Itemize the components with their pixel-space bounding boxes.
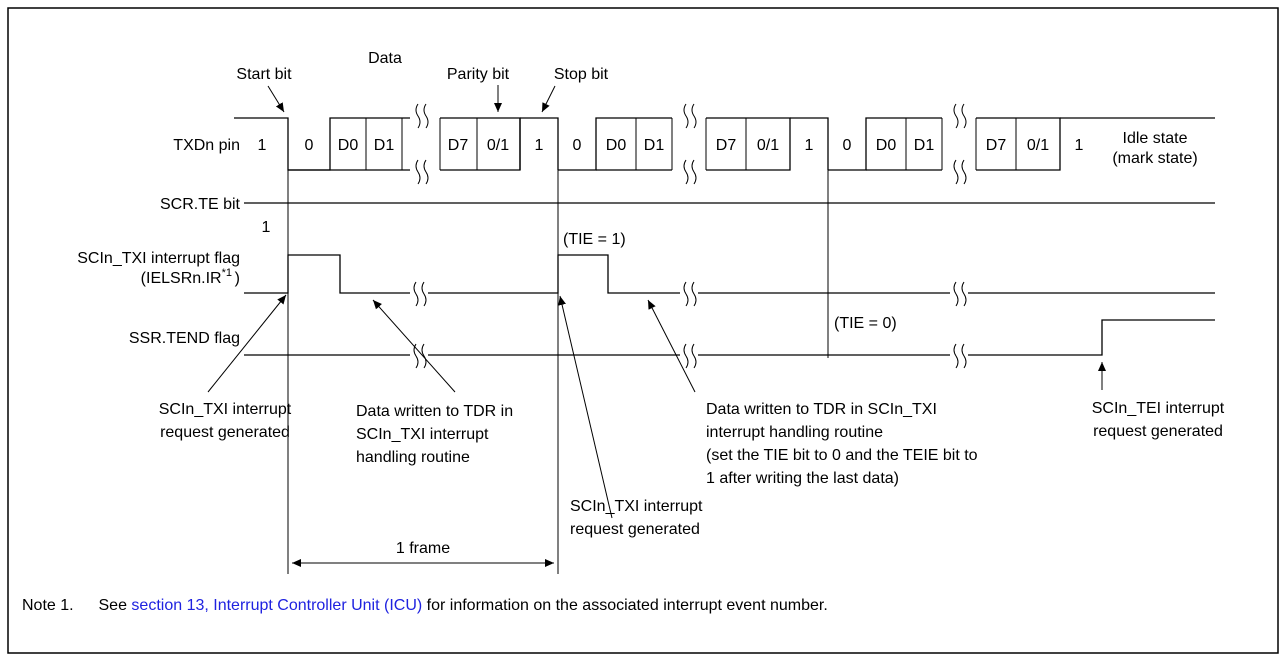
data-label: Data — [368, 50, 402, 67]
data-written-1-text: Data written to TDR in SCIn_TXI interrup… — [356, 403, 513, 466]
stop-bit-arrow — [541, 85, 556, 113]
scr-te-bit-label: SCR.TE bit — [160, 196, 241, 213]
bit-start: 0 — [843, 137, 852, 154]
bit-d0: D0 — [876, 137, 897, 154]
idle-state-label: Idle state — [1123, 130, 1188, 147]
bit-d0: D0 — [606, 137, 627, 154]
parity-bit-label: Parity bit — [447, 66, 510, 83]
svg-text:SCIn_TXI interrupt: SCIn_TXI interrupt — [159, 401, 292, 418]
bit-d7: D7 — [716, 137, 737, 154]
tend-flag-waveform — [244, 319, 1215, 369]
bit-d7: D7 — [448, 137, 469, 154]
note-suffix: for information on the associated interr… — [426, 597, 828, 614]
svg-text:Data written to TDR in SCIn_TX: Data written to TDR in SCIn_TXI — [706, 401, 937, 418]
frame-label: 1 frame — [396, 540, 450, 557]
note-see: See — [98, 597, 127, 614]
footnote: Note 1. See section 13, Interrupt Contro… — [22, 597, 828, 615]
start-bit-label: Start bit — [236, 66, 292, 83]
tei-req-text: SCIn_TEI interrupt request generated — [1092, 400, 1225, 440]
txi-req-1-text: SCIn_TXI interrupt request generated — [159, 401, 292, 441]
stop-bit-label: Stop bit — [554, 66, 609, 83]
bit-start: 0 — [573, 137, 582, 154]
bit-labels: 1 0 D0 D1 D7 0/1 1 0 D0 D1 D7 0/1 1 0 D0… — [258, 137, 1084, 154]
bit-d7: D7 — [986, 137, 1007, 154]
tie-0-label: (TIE = 0) — [834, 315, 897, 332]
txi-flag-label: SCIn_TXI interrupt flag — [77, 250, 240, 267]
txi-req-2-text: SCIn_TXI interrupt request generated — [570, 498, 703, 538]
txi-req-2-arrow — [558, 295, 613, 519]
bit-d0: D0 — [338, 137, 359, 154]
txi-req-1-arrow — [207, 294, 287, 393]
figure-border — [7, 7, 1279, 654]
bit-d1: D1 — [914, 137, 935, 154]
bit-stop: 1 — [805, 137, 814, 154]
mark-state-label: (mark state) — [1112, 150, 1197, 167]
tie-1-label: (TIE = 1) — [563, 231, 626, 248]
svg-text:SCIn_TXI interrupt: SCIn_TXI interrupt — [570, 498, 703, 515]
start-bit-arrow — [267, 85, 285, 113]
svg-text:(set the TIE bit to 0 and the: (set the TIE bit to 0 and the TEIE bit t… — [706, 447, 978, 464]
section-13-link[interactable]: section 13, Interrupt Controller Unit (I… — [131, 597, 423, 614]
data-written-2-arrow — [647, 299, 696, 393]
bit-parity: 0/1 — [1027, 137, 1049, 154]
txi-flag-ielsr-label: (IELSRn.IR*1 — [141, 267, 232, 287]
bit-parity: 0/1 — [757, 137, 779, 154]
svg-text:request generated: request generated — [1093, 423, 1223, 440]
bit-stop: 1 — [535, 137, 544, 154]
svg-text:SCIn_TXI interrupt: SCIn_TXI interrupt — [356, 426, 489, 443]
data-written-1-arrow — [372, 299, 456, 393]
ssr-tend-label: SSR.TEND flag — [129, 330, 240, 347]
bit-idle-1: 1 — [258, 137, 267, 154]
svg-text:1 after writing the last data): 1 after writing the last data) — [706, 470, 899, 487]
txd-pin-label: TXDn pin — [173, 137, 240, 154]
svg-text:request generated: request generated — [570, 521, 700, 538]
txd-waveform — [234, 103, 1215, 185]
svg-text:request generated: request generated — [160, 424, 290, 441]
svg-text:handling routine: handling routine — [356, 449, 470, 466]
bit-d1: D1 — [374, 137, 395, 154]
bit-start: 0 — [305, 137, 314, 154]
bit-stop: 1 — [1075, 137, 1084, 154]
bit-parity: 0/1 — [487, 137, 509, 154]
svg-text:Data written to TDR in: Data written to TDR in — [356, 403, 513, 420]
te-value-label: 1 — [262, 219, 271, 236]
bit-d1: D1 — [644, 137, 665, 154]
txi-flag-waveform — [244, 254, 1215, 307]
txi-flag-close-paren: ) — [235, 270, 240, 287]
note-prefix: Note 1. — [22, 597, 74, 614]
svg-text:SCIn_TEI interrupt: SCIn_TEI interrupt — [1092, 400, 1225, 417]
svg-text:interrupt handling routine: interrupt handling routine — [706, 424, 883, 441]
data-written-2-text: Data written to TDR in SCIn_TXI interrup… — [706, 401, 978, 487]
